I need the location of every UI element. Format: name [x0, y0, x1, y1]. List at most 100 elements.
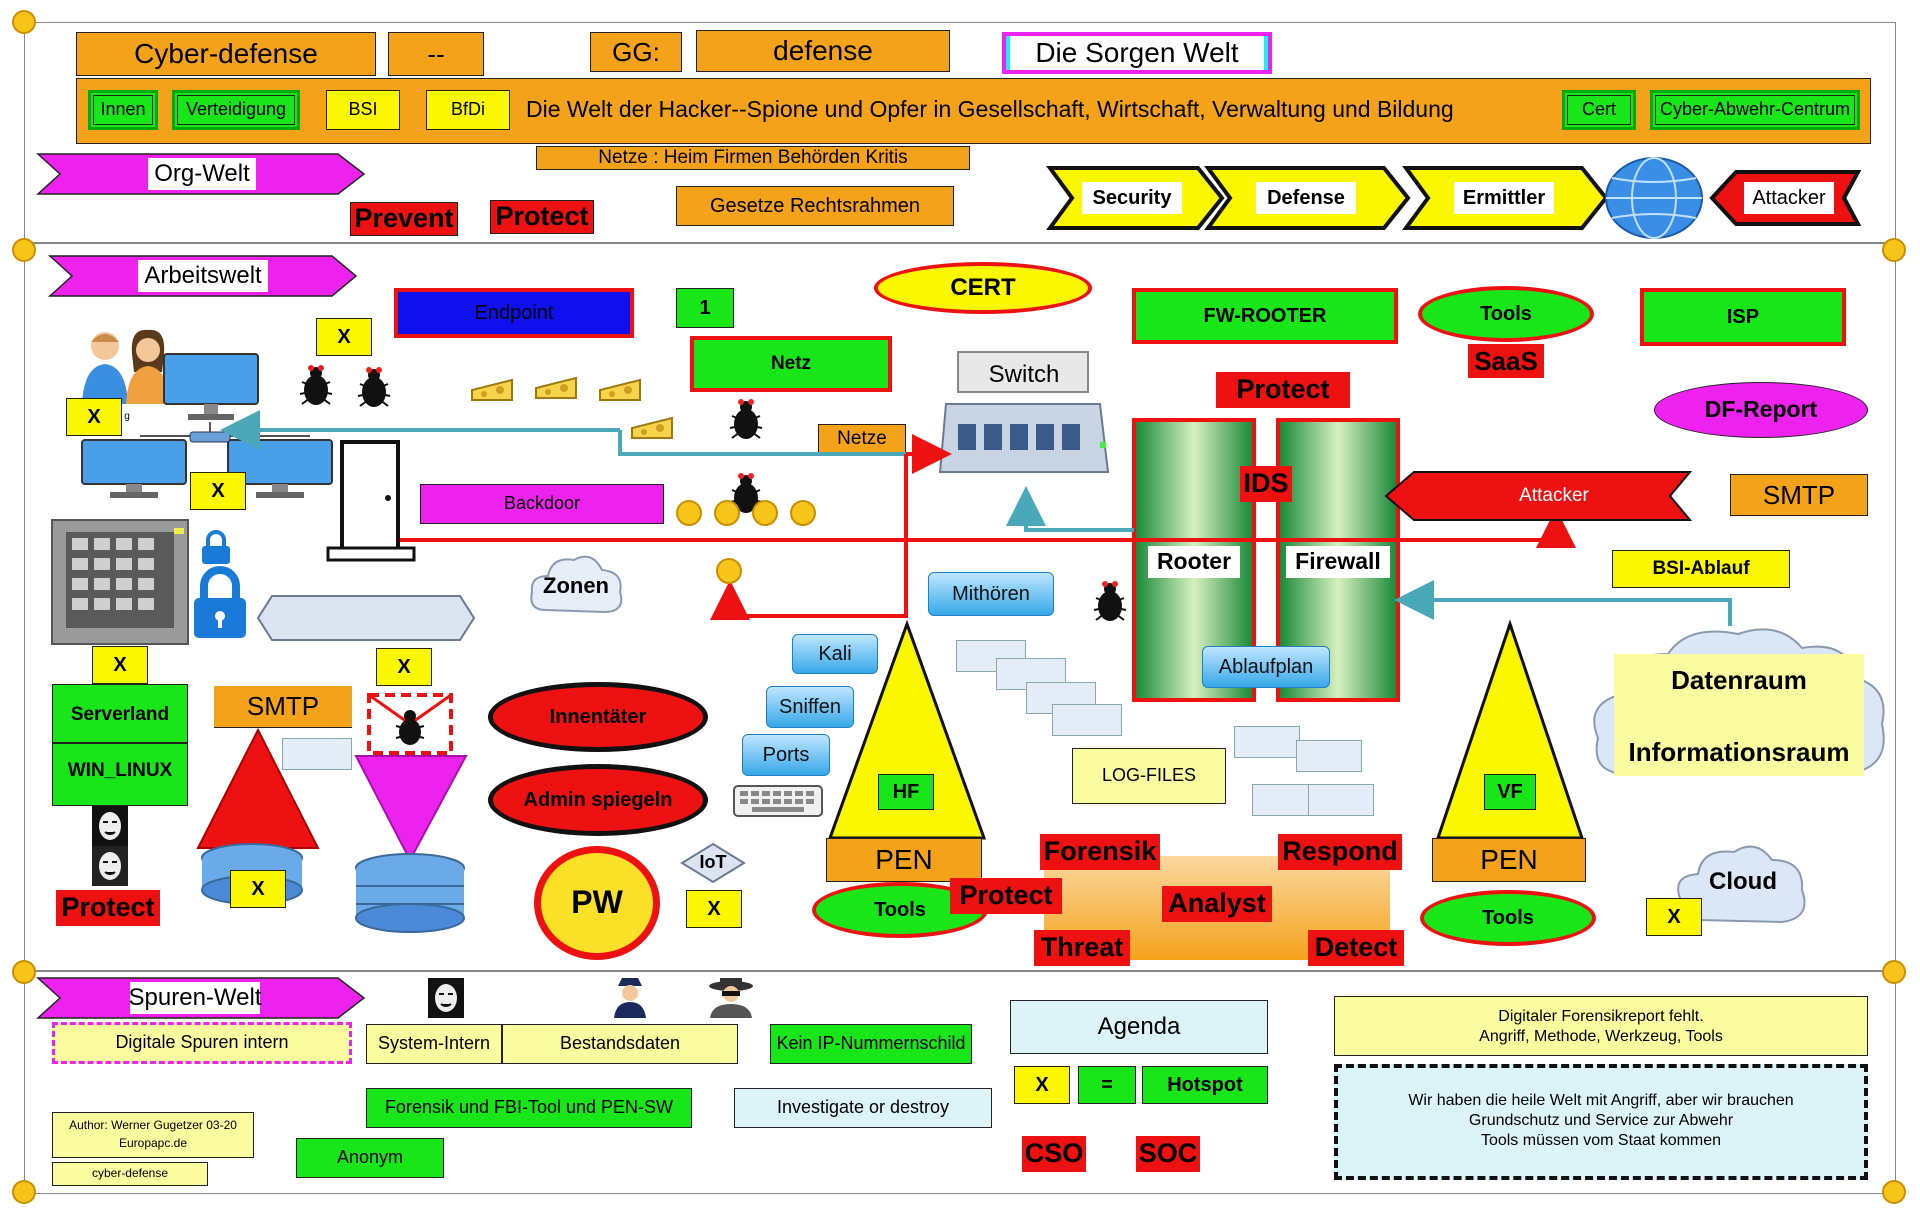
tools-oval-right: Tools — [1420, 890, 1596, 946]
cheese-icon — [535, 376, 577, 399]
pen-right-label: PEN — [1432, 838, 1586, 882]
attacker-label-middle: Attacker — [1519, 484, 1589, 506]
corner-dot — [1882, 1180, 1906, 1204]
cert-tag: Cert — [1562, 90, 1636, 130]
author-line2: Europapc.de — [118, 1136, 188, 1151]
door-icon — [326, 440, 416, 562]
chain-defense: Defense — [1256, 182, 1356, 214]
detect-label: Detect — [1308, 930, 1404, 966]
keyboard-icon — [733, 785, 823, 817]
pen-left-label: PEN — [826, 838, 982, 882]
cyber-abwehr-tag: Cyber-Abwehr-Centrum — [1650, 90, 1860, 130]
heile-line2: Grundschutz und Service zur Abwehr — [1468, 1112, 1734, 1130]
saas-label: SaaS — [1468, 344, 1544, 378]
doc-icon — [1052, 704, 1122, 736]
verteidigung-tag: Verteidigung — [172, 90, 300, 130]
hacker-title: Die Welt der Hacker--Spione und Opfer in… — [526, 96, 1454, 123]
monitor-icon — [227, 439, 333, 498]
gesetze-label: Gesetze Rechtsrahmen — [676, 186, 954, 226]
bug-icon — [299, 365, 333, 405]
admin-spiegeln-oval: Admin spiegeln — [488, 764, 708, 836]
forensik-label: Forensik — [1040, 834, 1160, 870]
spuren-welt-label: Spuren-Welt — [129, 982, 261, 1014]
investigate-label: Investigate or destroy — [734, 1088, 992, 1128]
win-linux-label: WIN_LINUX — [67, 759, 173, 781]
analyst-label: Analyst — [1162, 886, 1272, 922]
threat-label: Threat — [1034, 930, 1130, 966]
police-officer-icon — [614, 978, 646, 1018]
cheese-icon — [599, 378, 641, 401]
ablaufplan-button[interactable]: Ablaufplan — [1202, 646, 1330, 688]
prevent-label: Prevent — [350, 202, 458, 236]
system-intern-label: System-Intern — [366, 1024, 502, 1064]
arbeitswelt-label: Arbeitswelt — [138, 260, 268, 292]
protect-label-top: Protect — [490, 200, 594, 234]
bug-alert-icon — [367, 693, 453, 755]
users-icon — [82, 329, 170, 404]
informationsraum-label: Informationsraum — [1628, 736, 1850, 767]
doc-icon — [1308, 784, 1374, 816]
report-line2: Angriff, Methode, Werkzeug, Tools — [1479, 1028, 1723, 1046]
attacker-arrow-middle — [1384, 471, 1693, 521]
corner-dot — [12, 960, 36, 984]
netze-heim-label: Netze : Heim Firmen Behörden Kritis — [536, 146, 970, 170]
bsi-tag: BSI — [326, 90, 400, 130]
protect-label-lower: Protect — [950, 878, 1062, 914]
ports-button[interactable]: Ports — [742, 734, 830, 776]
bfdi-tag: BfDi — [426, 90, 510, 130]
protect-label-left: Protect — [56, 890, 160, 926]
forensik-fbi-label: Forensik und FBI-Tool und PEN-SW — [366, 1088, 692, 1128]
lock-icon — [202, 530, 230, 564]
corner-dot — [12, 10, 36, 34]
globe-icon — [1605, 157, 1703, 239]
hf-label: HF — [878, 774, 934, 810]
cyber-defense-label: Cyber-defense — [76, 32, 376, 76]
defense-label: defense — [696, 30, 950, 72]
monitor-icon — [81, 439, 187, 498]
mithoeren-button[interactable]: Mithören — [928, 572, 1054, 616]
x-box: X — [92, 646, 148, 684]
protect-label-middle: Protect — [1216, 372, 1350, 408]
tools-oval-top: Tools — [1418, 286, 1594, 342]
zonen-label: Zonen — [543, 572, 609, 598]
doc-icon — [1296, 740, 1362, 772]
hexagon-shape — [256, 595, 476, 641]
cert-oval: CERT — [874, 262, 1092, 314]
magenta-triangle-database — [354, 755, 468, 933]
firewall-label: Firewall — [1286, 546, 1390, 578]
heile-welt-box — [1334, 1064, 1868, 1180]
sorgen-welt-label: Die Sorgen Welt — [1002, 32, 1272, 74]
iot-diamond — [680, 842, 746, 884]
anonym-label: Anonym — [296, 1138, 444, 1178]
df-report-oval: DF-Report — [1654, 382, 1868, 438]
sniffen-button[interactable]: Sniffen — [766, 686, 854, 728]
cloud-shape — [1677, 845, 1806, 924]
frame-top — [24, 22, 1896, 244]
kali-button[interactable]: Kali — [792, 634, 878, 674]
bestandsdaten-label: Bestandsdaten — [502, 1024, 738, 1064]
switch-device-icon — [938, 351, 1110, 473]
attacker-label-top: Attacker — [1744, 182, 1834, 214]
switch-label: Switch — [988, 360, 1060, 388]
doc-icon — [1252, 784, 1318, 816]
frame-middle — [24, 242, 1896, 972]
coin-icon — [714, 500, 740, 526]
pw-circle: PW — [534, 846, 660, 960]
datenraum-panel — [1614, 654, 1864, 776]
forensikreport-box — [1334, 996, 1868, 1056]
x-box: X — [190, 472, 246, 510]
log-files-label: LOG-FILES — [1072, 748, 1226, 804]
innentaeter-oval: Innentäter — [488, 682, 708, 752]
hotspot-label: Hotspot — [1142, 1066, 1268, 1104]
heile-line3: Tools müssen vom Staat kommen — [1480, 1132, 1722, 1150]
cloud-label: Cloud — [1709, 867, 1777, 895]
bug-icon — [729, 473, 763, 513]
backdoor-box: Backdoor — [420, 484, 664, 524]
cyber-defense-small-label: cyber-defense — [52, 1162, 208, 1186]
spy-icon — [709, 978, 753, 1018]
vf-label: VF — [1484, 774, 1536, 810]
smtp-right-label: SMTP — [1730, 474, 1868, 516]
frame-bottom — [24, 970, 1896, 1194]
small-g-label: g — [124, 410, 130, 422]
server-icon — [51, 519, 189, 645]
